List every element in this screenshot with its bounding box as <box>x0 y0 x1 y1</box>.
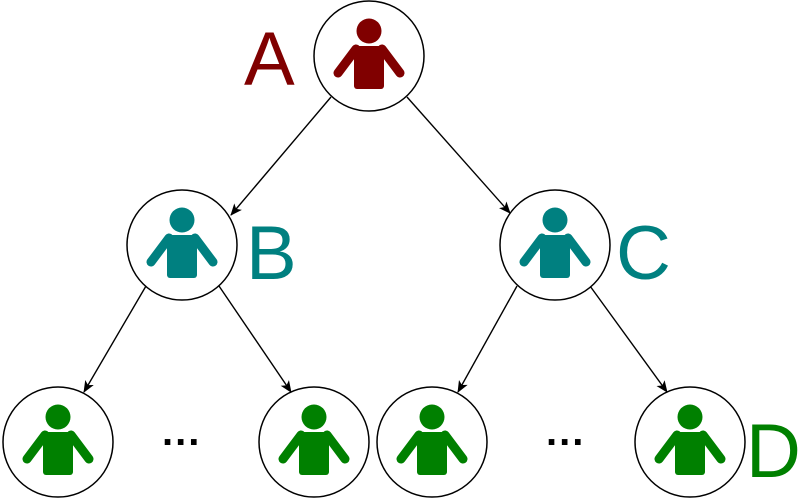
node-d <box>634 386 746 498</box>
ellipsis-left: ... <box>162 410 202 454</box>
label-a: A <box>244 17 295 102</box>
node-a <box>313 0 425 112</box>
edge-b-leaf1 <box>83 285 147 393</box>
label-d: D <box>746 409 800 494</box>
edge-b-leaf2 <box>218 285 292 393</box>
label-b: B <box>246 211 297 296</box>
edge-a-b <box>230 96 332 216</box>
node-leaf-3 <box>376 386 488 498</box>
node-c <box>499 189 611 301</box>
node-leaf-1 <box>2 386 114 498</box>
edge-c-leaf3 <box>457 285 518 393</box>
node-leaf-2 <box>258 386 370 498</box>
edge-c-d <box>589 285 668 393</box>
label-c: C <box>616 211 671 296</box>
ellipsis-right: ... <box>546 410 586 454</box>
node-b <box>126 189 238 301</box>
edge-a-c <box>406 96 511 214</box>
